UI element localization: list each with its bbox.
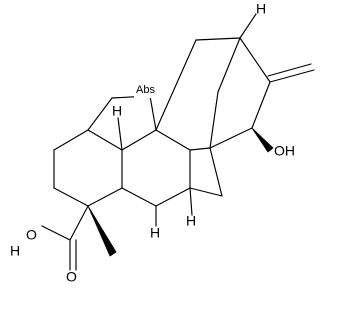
hydrogen-label: H	[150, 225, 160, 241]
bond	[53, 187, 89, 207]
hydrogen-label: H	[186, 213, 196, 229]
bond	[209, 127, 253, 149]
carboxylic-acid-group: O H O	[10, 205, 89, 285]
methyl-group	[87, 205, 117, 257]
bond	[239, 37, 271, 83]
hydroxyl-label: OH	[274, 143, 295, 159]
bond	[87, 187, 123, 207]
hydrogen-label: H	[112, 103, 122, 119]
bond	[121, 129, 157, 151]
bond	[217, 37, 241, 93]
bond	[149, 95, 157, 131]
bond	[121, 187, 157, 207]
bond	[155, 129, 191, 151]
acid-oxygen-label: O	[66, 269, 77, 285]
bond	[189, 187, 223, 197]
acid-hydroxyl-h-label: H	[10, 243, 20, 259]
bond	[41, 225, 71, 241]
stereo-abs-label: Abs	[134, 82, 162, 98]
bond	[251, 81, 271, 129]
wedge-bond	[251, 127, 274, 153]
bond	[87, 129, 123, 151]
bond	[267, 63, 312, 77]
acid-hydroxyl-o-label: O	[26, 227, 37, 243]
label-mask	[134, 82, 162, 98]
hash-bond	[239, 13, 257, 39]
bond	[53, 129, 89, 151]
bond	[69, 205, 89, 241]
hash-bond	[189, 187, 193, 216]
ring-a-bonds	[53, 129, 123, 207]
hydrogen-label: H	[256, 1, 266, 17]
bond	[189, 147, 211, 151]
bond	[195, 37, 241, 41]
bond	[209, 147, 223, 197]
bond	[155, 187, 191, 207]
bond	[155, 39, 197, 131]
ring-c-d-bonds	[87, 37, 271, 197]
methylene-double-bond	[267, 63, 315, 83]
hydrogen-atoms: H H H H	[112, 1, 266, 241]
abs-label: Abs	[136, 84, 155, 96]
ring-b-bonds	[121, 129, 191, 207]
bond	[209, 91, 219, 149]
hash-bond	[117, 117, 123, 151]
bond	[269, 69, 315, 83]
bond	[87, 97, 113, 131]
hydroxyl-group: OH	[251, 127, 295, 159]
wedge-bond	[87, 205, 117, 257]
